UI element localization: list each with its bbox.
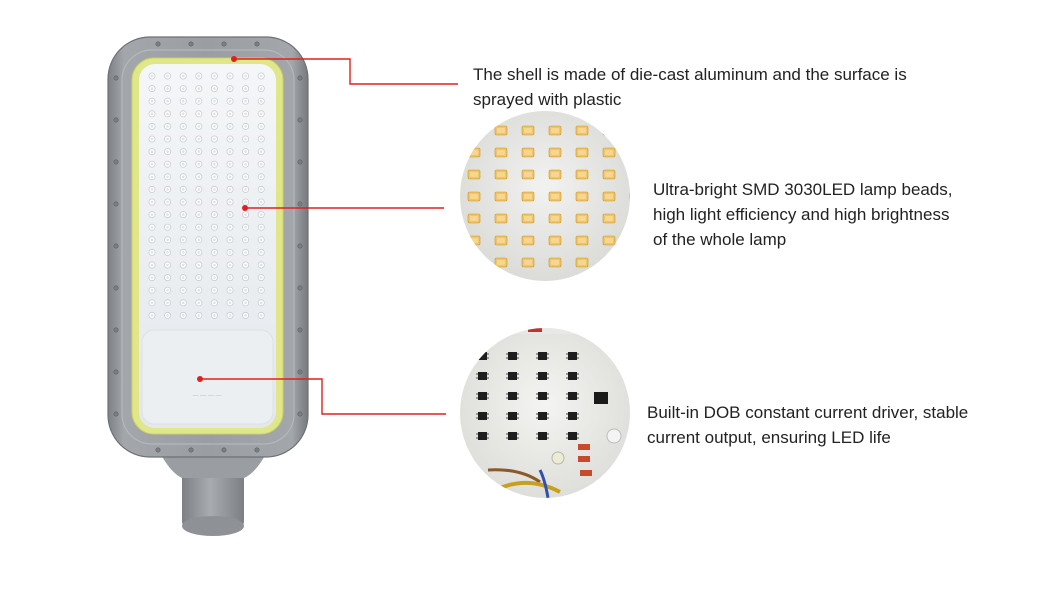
svg-text:— — — —: — — — — — [192, 393, 221, 399]
callout-shell: The shell is made of die-cast aluminum a… — [473, 62, 907, 112]
led-panel: — — — — — [139, 64, 276, 428]
leader-dot-leds — [242, 205, 248, 211]
callout-leds-line-3: of the whole lamp — [653, 230, 787, 249]
shell-screws — [113, 41, 303, 453]
callout-shell-line-2: sprayed with plastic — [473, 90, 622, 109]
led-bead-grid — [148, 72, 265, 319]
leader-dot-driver — [197, 376, 203, 382]
callout-driver-line-2: current output, ensuring LED life — [647, 428, 891, 447]
led-closeup-circle — [460, 111, 630, 281]
callout-driver: Built-in DOB constant current driver, st… — [647, 400, 968, 450]
callout-leds-line-2: high light efficiency and high brightnes… — [653, 205, 950, 224]
callout-leds: Ultra-bright SMD 3030LED lamp beads, hig… — [653, 177, 953, 252]
leader-driver — [200, 378, 446, 415]
driver-board-closeup-circle — [460, 328, 630, 498]
callout-leds-line-1: Ultra-bright SMD 3030LED lamp beads, — [653, 180, 953, 199]
leader-lines — [200, 58, 458, 415]
leader-shell — [234, 58, 458, 85]
callout-shell-line-1: The shell is made of die-cast aluminum a… — [473, 65, 907, 84]
callout-driver-line-1: Built-in DOB constant current driver, st… — [647, 403, 969, 422]
leader-dot-shell — [231, 56, 237, 62]
